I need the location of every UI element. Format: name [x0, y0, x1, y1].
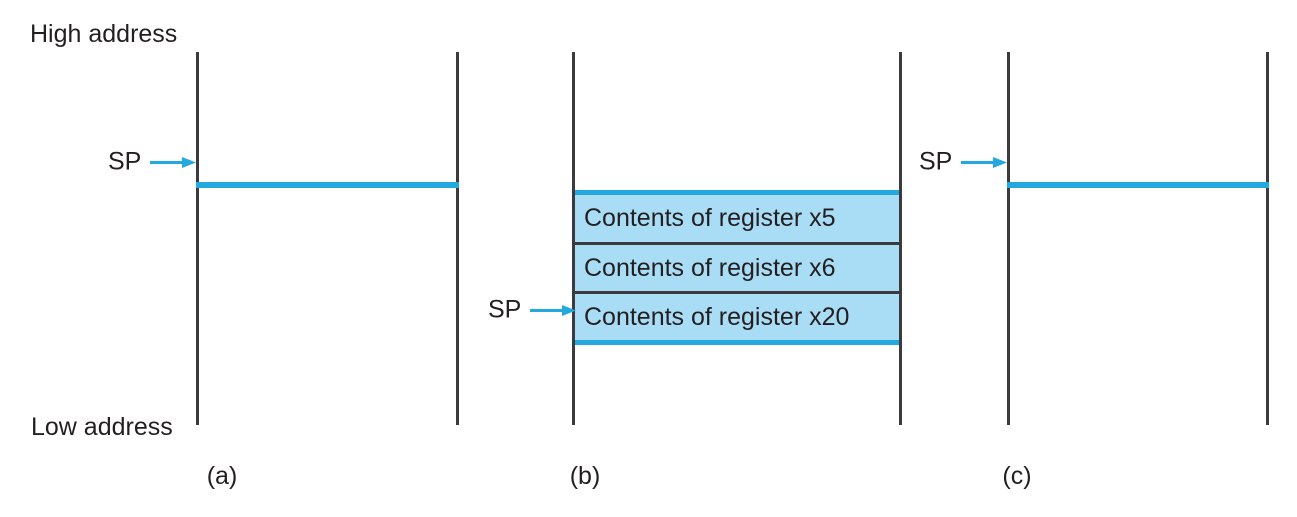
panel-c-sp-pointer: SP [919, 147, 1008, 176]
arrow-right-icon [530, 304, 577, 316]
panel-a-sp-label: SP [108, 147, 142, 176]
panel-b-right-rail [899, 52, 902, 425]
register-row: Contents of register x20 [575, 291, 899, 340]
panel-a-right-rail [456, 52, 459, 425]
panel-a-caption: (a) [206, 462, 238, 490]
panel-c-sp-label: SP [919, 147, 953, 176]
panel-c-caption: (c) [1002, 462, 1032, 490]
pushed-registers-block: Contents of register x5 Contents of regi… [575, 190, 899, 345]
panel-c-stack-pointer-rule [1007, 182, 1269, 188]
high-address-label: High address [30, 20, 178, 48]
low-address-label: Low address [31, 413, 173, 441]
panel-b-caption: (b) [569, 462, 601, 490]
register-row: Contents of register x5 [575, 195, 899, 242]
panel-c-right-rail [1266, 52, 1269, 425]
panel-a-stack-pointer-rule [196, 182, 459, 188]
arrow-right-icon [961, 156, 1008, 168]
panel-a-left-rail [196, 52, 199, 425]
panel-b-left-rail [572, 52, 575, 425]
panel-a-sp-pointer: SP [108, 147, 197, 176]
panel-b-sp-label: SP [488, 295, 522, 324]
register-row: Contents of register x6 [575, 242, 899, 291]
panel-b-sp-pointer: SP [488, 295, 577, 324]
panel-c-left-rail [1007, 52, 1010, 425]
arrow-right-icon [150, 156, 197, 168]
